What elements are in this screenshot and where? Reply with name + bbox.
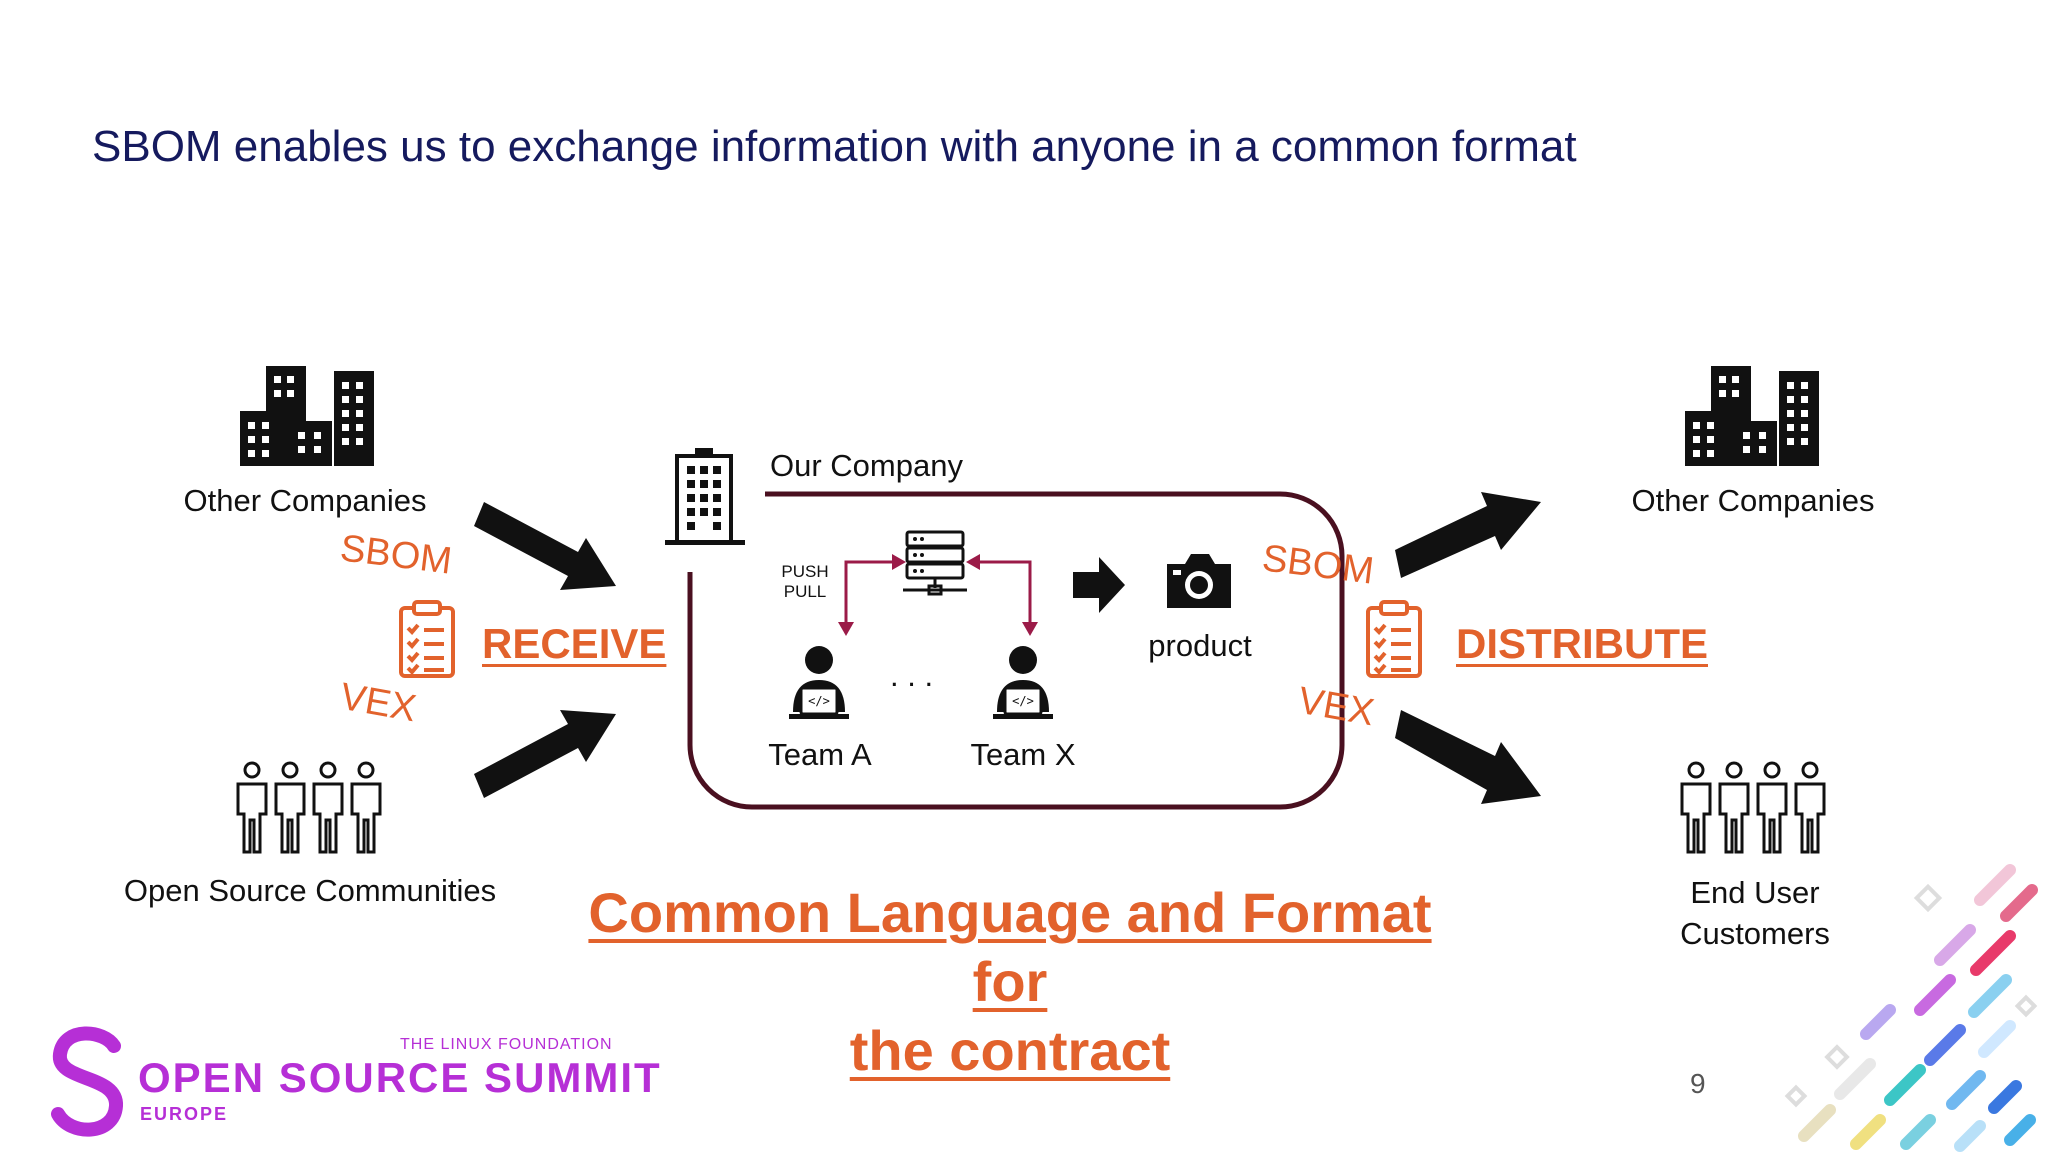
product-label: product: [1148, 628, 1252, 663]
arrow-distribute-to-companies-icon: [1395, 492, 1541, 578]
end-user-line1: End User: [1690, 875, 1820, 910]
team-x-developer-icon: [991, 644, 1055, 721]
page-number: 9: [1690, 1068, 1706, 1099]
common-line3: the contract: [849, 1019, 1171, 1082]
open-source-summit-logo-icon: [51, 1026, 123, 1137]
logo-region-text: EUROPE: [140, 1104, 229, 1124]
left-vex-label: VEX: [337, 675, 420, 731]
to-product-arrow-icon: [1073, 557, 1125, 613]
common-line1: Common Language and Format: [588, 881, 1432, 944]
arrow-distribute-to-customers-icon: [1395, 710, 1541, 804]
right-clipboard-icon: [1366, 600, 1422, 678]
our-company-frame: [687, 491, 1345, 810]
left-community-people-icon: [234, 762, 384, 857]
our-company-label: Our Company: [770, 448, 963, 483]
product-camera-icon: [1167, 554, 1231, 608]
ellipsis-label: . . .: [890, 658, 934, 693]
push-pull-label: PUSH PULL: [775, 562, 835, 602]
right-customer-people-icon: [1678, 762, 1828, 857]
team-a-developer-icon: [787, 644, 851, 721]
decorative-corner-pattern: [1784, 864, 2038, 1152]
distribute-label: DISTRIBUTE: [1456, 620, 1708, 667]
receive-label: RECEIVE: [482, 620, 667, 667]
left-sbom-label: SBOM: [337, 527, 455, 583]
left-clipboard-icon: [399, 600, 455, 678]
end-user-label: End User Customers: [1650, 872, 1860, 954]
pull-label: PULL: [783, 582, 827, 601]
team-a-label: Team A: [768, 737, 872, 772]
our-company-building-icon: [665, 448, 745, 545]
common-language-message: Common Language and Format for the contr…: [560, 878, 1460, 1085]
slide-title: SBOM enables us to exchange information …: [92, 122, 1577, 171]
server-icon: [903, 530, 967, 596]
push-pull-flow-arrows-icon: [838, 554, 1038, 636]
right-companies-label: Other Companies: [1631, 483, 1875, 518]
logo-foundation-text: THE LINUX FOUNDATION: [400, 1036, 613, 1053]
end-user-line2: Customers: [1680, 916, 1830, 951]
logo-summit-text: OPEN SOURCE SUMMIT: [138, 1054, 662, 1101]
left-companies-label: Other Companies: [183, 483, 427, 518]
team-x-label: Team X: [970, 737, 1076, 772]
right-buildings-icon: [1685, 366, 1819, 466]
arrow-communities-to-receive-icon: [474, 710, 616, 798]
left-communities-label: Open Source Communities: [123, 873, 497, 908]
push-label: PUSH: [781, 562, 829, 581]
left-buildings-icon: [240, 366, 374, 466]
arrow-companies-to-receive-icon: [474, 502, 616, 590]
common-line2: for: [972, 950, 1048, 1013]
